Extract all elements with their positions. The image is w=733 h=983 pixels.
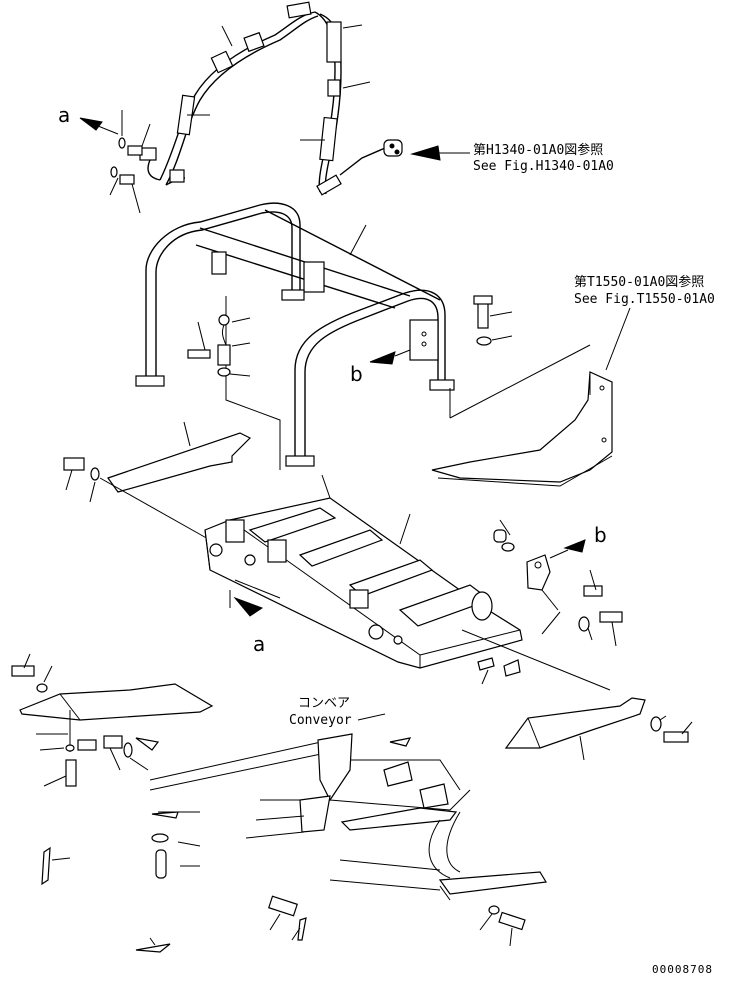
guard-frame (135, 202, 513, 467)
washer (476, 336, 492, 346)
hose-end (286, 1, 312, 19)
bolt (498, 911, 526, 931)
bolt (65, 759, 77, 787)
bracket-right (493, 519, 623, 647)
bolt (663, 731, 689, 743)
nut (493, 529, 507, 543)
washer (90, 467, 100, 481)
bolt (11, 665, 35, 677)
hose-sleeve (326, 21, 342, 63)
bolt (103, 735, 123, 749)
hose-sleeve (176, 94, 196, 136)
view-letter-a-frame: a (253, 632, 265, 656)
washer (501, 542, 515, 552)
bolt (155, 849, 167, 879)
o-ring (110, 166, 118, 178)
bracket (211, 251, 227, 275)
conveyor-assembly (41, 713, 547, 953)
hose-reference-en: See Fig.H1340-01A0 (473, 159, 614, 174)
base-plate (285, 455, 315, 467)
hose-assembly (79, 1, 470, 214)
bolt (599, 611, 623, 623)
latch (217, 344, 231, 366)
base-plate (135, 375, 165, 387)
washer (488, 905, 500, 915)
latch-assembly (187, 296, 281, 470)
view-letter-b-bracket: b (594, 523, 607, 547)
washer (36, 683, 48, 693)
base-plate (429, 379, 455, 391)
washer (578, 616, 590, 632)
view-letter-a-top: a (58, 103, 70, 127)
drawing-number: 00008708 (652, 963, 713, 976)
hose-clamp (327, 79, 341, 97)
cover-reference-en: See Fig.T1550-01A0 (574, 292, 715, 307)
hose-sleeve (319, 116, 338, 162)
main-frame (204, 474, 611, 691)
bolt (268, 895, 298, 917)
washer (151, 833, 169, 843)
gusset (225, 519, 245, 543)
bracket (303, 261, 325, 293)
bolt (583, 585, 603, 597)
conveyor-label-jp: コンベア (298, 696, 350, 711)
cover-right-lower (504, 697, 693, 761)
bolt (477, 301, 489, 329)
side-cover-right (431, 307, 631, 487)
nipple (127, 145, 143, 156)
o-ring (118, 137, 126, 149)
washer (217, 367, 231, 377)
washer (123, 742, 133, 758)
view-letter-b-frame: b (350, 362, 363, 386)
quick-coupler (316, 174, 342, 196)
bolt (187, 349, 211, 359)
hose-fitting (243, 31, 265, 53)
gusset (349, 589, 369, 609)
washer (65, 744, 75, 752)
gusset (267, 539, 287, 563)
washer (650, 716, 662, 732)
hose-fitting (210, 50, 234, 74)
hose-reference-jp: 第H1340-01A0図参照 (473, 142, 603, 158)
nipple (119, 174, 135, 185)
bolt (77, 739, 97, 751)
elbow-fitting (169, 169, 185, 183)
bolt (63, 457, 85, 471)
roller (471, 591, 493, 621)
cover-left-upper (63, 421, 252, 541)
cover-reference-jp: 第T1550-01A0図参照 (574, 274, 704, 290)
conveyor-label-en: Conveyor (289, 713, 352, 728)
bolt-head (473, 295, 493, 305)
cover-left-lower (11, 653, 214, 787)
base-plate (281, 289, 305, 301)
mount-plate (409, 319, 439, 361)
